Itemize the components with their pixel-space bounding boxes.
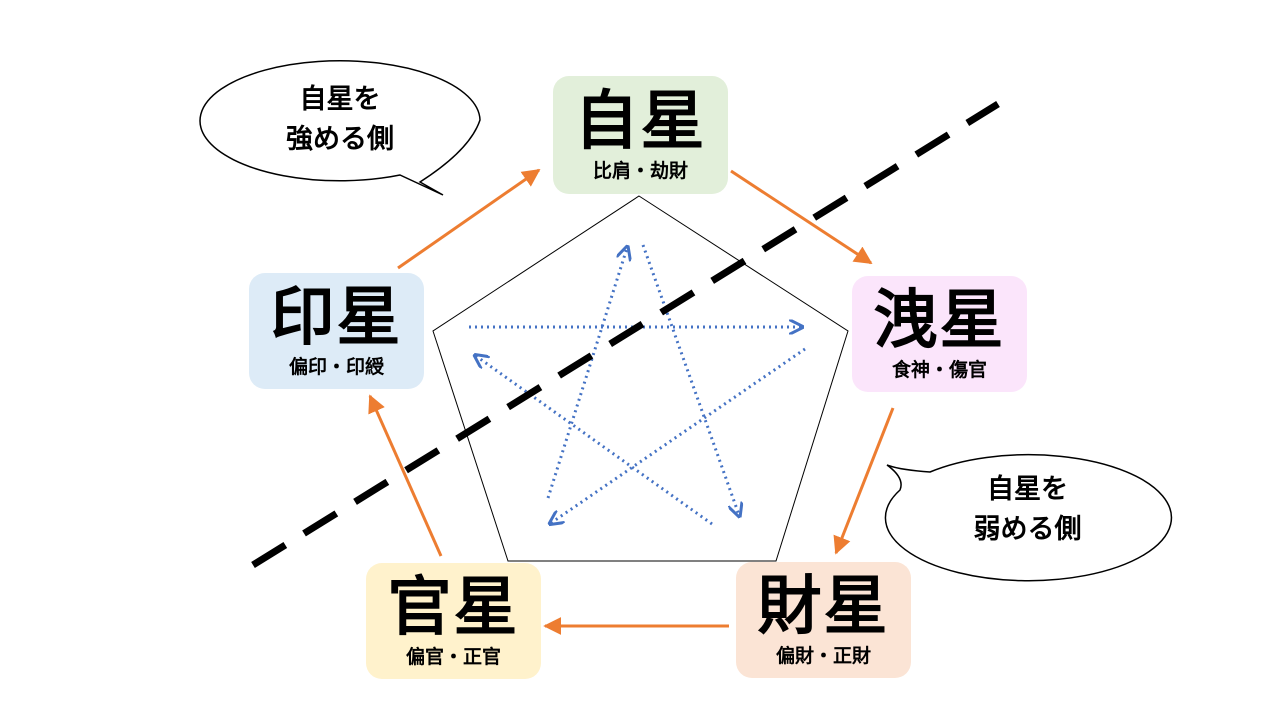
- node-jisei: 自星 比肩・劫財: [553, 76, 728, 194]
- node-insei-sub: 偏印・印綬: [288, 355, 384, 378]
- divider-line: [251, 101, 1000, 568]
- node-kansei-title: 官星: [387, 570, 520, 645]
- node-jisei-title: 自星: [574, 84, 707, 159]
- bubble-weaken-text: 自星を 弱める側: [885, 470, 1170, 550]
- node-zaisei-sub: 偏財・正財: [775, 644, 871, 667]
- bubble-strengthen-line1: 自星を: [299, 84, 381, 115]
- pentagon-outline: [432, 195, 849, 562]
- node-zaisei: 財星 偏財・正財: [736, 562, 911, 678]
- cycle-arrow-insei-jisei: [397, 168, 541, 270]
- node-zaisei-title: 財星: [757, 569, 890, 644]
- bubble-strengthen-text: 自星を 強める側: [210, 80, 470, 160]
- node-insei-title: 印星: [270, 280, 403, 355]
- node-insei: 印星 偏印・印綬: [249, 273, 424, 389]
- cycle-arrow-esei-zaisei: [833, 407, 895, 555]
- cycle-arrow-kansei-insei: [368, 394, 443, 557]
- node-jisei-sub: 比肩・劫財: [592, 159, 688, 182]
- node-esei-sub: 食神・傷官: [891, 358, 987, 381]
- node-esei: 洩星 食神・傷官: [852, 276, 1027, 392]
- node-kansei: 官星 偏官・正官: [366, 563, 541, 679]
- bubble-strengthen-line2: 強める側: [286, 124, 394, 155]
- node-kansei-sub: 偏官・正官: [405, 645, 501, 668]
- star-arrow-5: [476, 356, 713, 526]
- node-esei-title: 洩星: [873, 283, 1006, 358]
- cycle-arrow-jisei-esei: [730, 169, 873, 265]
- bubble-strengthen: [199, 60, 481, 196]
- star-arrow-3: [546, 248, 627, 499]
- bubble-weaken: [884, 453, 1173, 582]
- bubble-weaken-line1: 自星を: [987, 474, 1068, 505]
- bubble-weaken-line2: 弱める側: [973, 514, 1082, 545]
- star-arrow-4: [641, 244, 739, 515]
